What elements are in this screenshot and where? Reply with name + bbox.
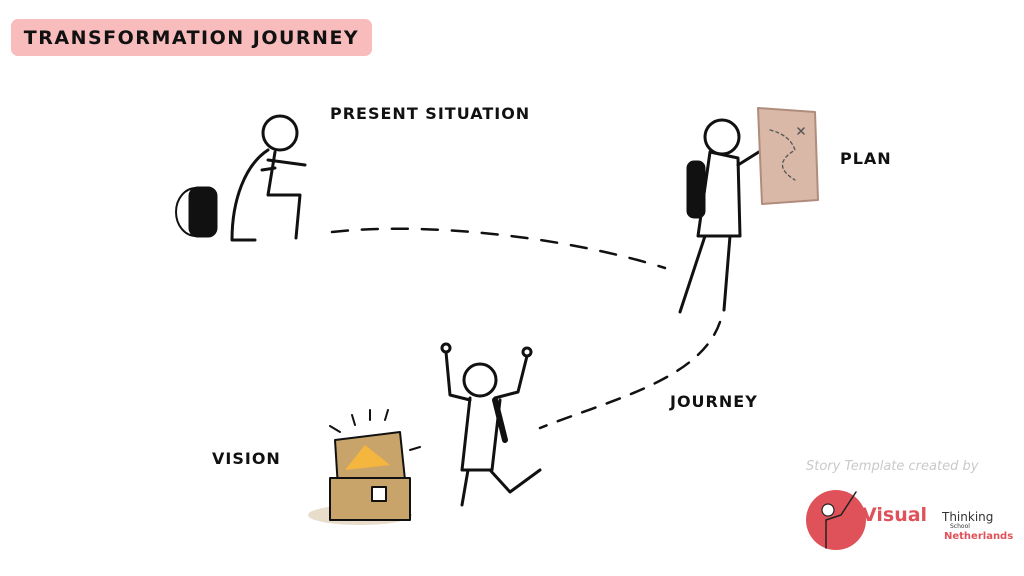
chest-box [329,477,411,521]
sitting-figure-body [230,148,270,242]
map-route [769,129,796,181]
jumping-figure-legs [460,468,542,507]
planner-body [696,150,742,238]
chest-sparkle-lines [329,409,421,451]
logo-netherlands-text: Netherlands [944,531,1014,542]
logo-circle [806,490,866,550]
logo-figure-head [821,503,835,517]
chest-lock-icon [371,486,387,502]
jumping-figure [440,342,542,507]
treasure-chest [308,409,421,525]
logo-visual-text: Visual [862,504,928,526]
jumping-figure-backpack-strap [492,397,508,443]
dashed-path-1 [330,227,667,270]
logo-thinking-text: Thinking [942,510,994,524]
dashed-path-2 [538,320,722,430]
sitting-figure-head [261,114,299,152]
jumping-figure-head [462,362,498,398]
sitting-figure-arm [266,158,307,167]
planner-head [703,118,741,156]
sitting-figure-legs [266,150,302,240]
logo-figure-body [825,491,857,549]
visual-thinking-logo [806,490,866,550]
planner-legs [678,234,732,314]
label-present-situation: PRESENT SITUATION [330,104,531,123]
planner-arm [736,148,764,167]
treasure-map [757,107,819,205]
jumping-figure-arms [444,350,529,402]
jumping-figure-body [460,396,502,472]
sitting-figure-hand [260,166,277,172]
label-plan: PLAN [840,149,892,168]
label-journey: JOURNEY [670,392,758,411]
credit-text: Story Template created by [806,459,979,474]
sitting-figure [175,114,307,242]
planner-figure [678,107,819,314]
title-banner: TRANSFORMATION JOURNEY [11,19,372,56]
chest-gold [345,445,390,470]
backpack [188,186,218,238]
map-x-mark-icon [797,127,805,135]
label-vision: VISION [212,449,281,468]
logo-school-text: School [950,523,970,530]
page-title: TRANSFORMATION JOURNEY [23,26,360,49]
